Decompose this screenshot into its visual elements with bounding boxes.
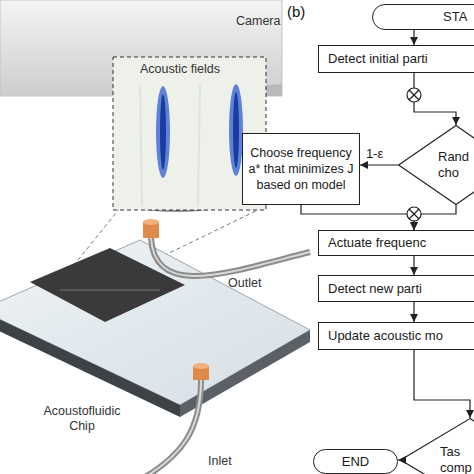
process-box: Choose frequency a* that minimizes J bas… [242,133,360,205]
part-label: Camera [236,14,280,29]
flow-arrow [414,205,456,230]
connectors [301,30,470,460]
microchannel [60,290,160,291]
inset-texture [140,85,142,205]
node-text: Detect new parti [328,281,422,297]
flow-arrow [413,256,414,275]
diamond-shape [399,126,474,205]
junction-cross [409,209,419,219]
flow-arrow [413,30,414,45]
inlet-tube [140,380,201,474]
junction-symbol [407,88,421,102]
substrate-edge [0,310,180,417]
process-box: Detect new parti [318,275,474,302]
node-text: Detect initial parti [328,51,428,67]
inset-title: Acoustic fields [140,62,220,77]
junction-symbol [407,207,421,221]
decision-diamond: Rand cho [398,125,474,205]
part-label: Inlet [208,454,232,469]
flow-arrow [414,350,470,418]
node-text: Actuate frequenc [328,235,426,251]
panel-label: (b) [287,4,305,19]
outlet-connector-top [143,219,159,225]
diamond-outline [398,125,474,205]
node-text: STA [443,9,467,25]
node-text: Choose frequency a* that minimizes J bas… [246,145,356,193]
diamond-shape [401,419,474,474]
flow-arrow [413,302,414,322]
terminal-box: END [313,449,398,474]
outlet-tube [151,238,310,276]
process-box: Detect initial parti [318,45,474,73]
inset-texture [198,85,200,205]
part-label: Acoustofluidic Chip [36,404,128,434]
particle-streak [160,94,166,170]
junction-cross [409,90,419,100]
flow-arrow [301,205,414,230]
flow-arrow [414,73,456,125]
flow-arrow [360,164,398,165]
flow-arrow [398,459,400,460]
node-text: Tas comp [440,444,474,474]
transducer-pad [30,248,185,322]
edge-label: 1-ε [366,146,383,161]
node-text: END [342,454,369,470]
inlet-tube-highlight [140,380,201,474]
process-box: Actuate frequenc [318,230,474,256]
particle-streak [229,84,243,176]
terminal-box: STA [372,4,474,30]
junction-cross [409,90,419,100]
particle-streak [233,92,239,168]
process-box: Update acoustic mo [318,322,474,350]
part-label: Outlet [228,276,261,291]
junction-circle [407,207,421,221]
outlet-tube-highlight [151,238,310,276]
decision-diamond: Tas comp [400,418,474,474]
junction-cross [409,209,419,219]
inlet-connector-top [193,363,209,369]
node-text: Update acoustic mo [328,328,443,344]
junction-circle [407,88,421,102]
particle-streak [156,86,170,178]
node-text: Rand cho [438,149,474,181]
